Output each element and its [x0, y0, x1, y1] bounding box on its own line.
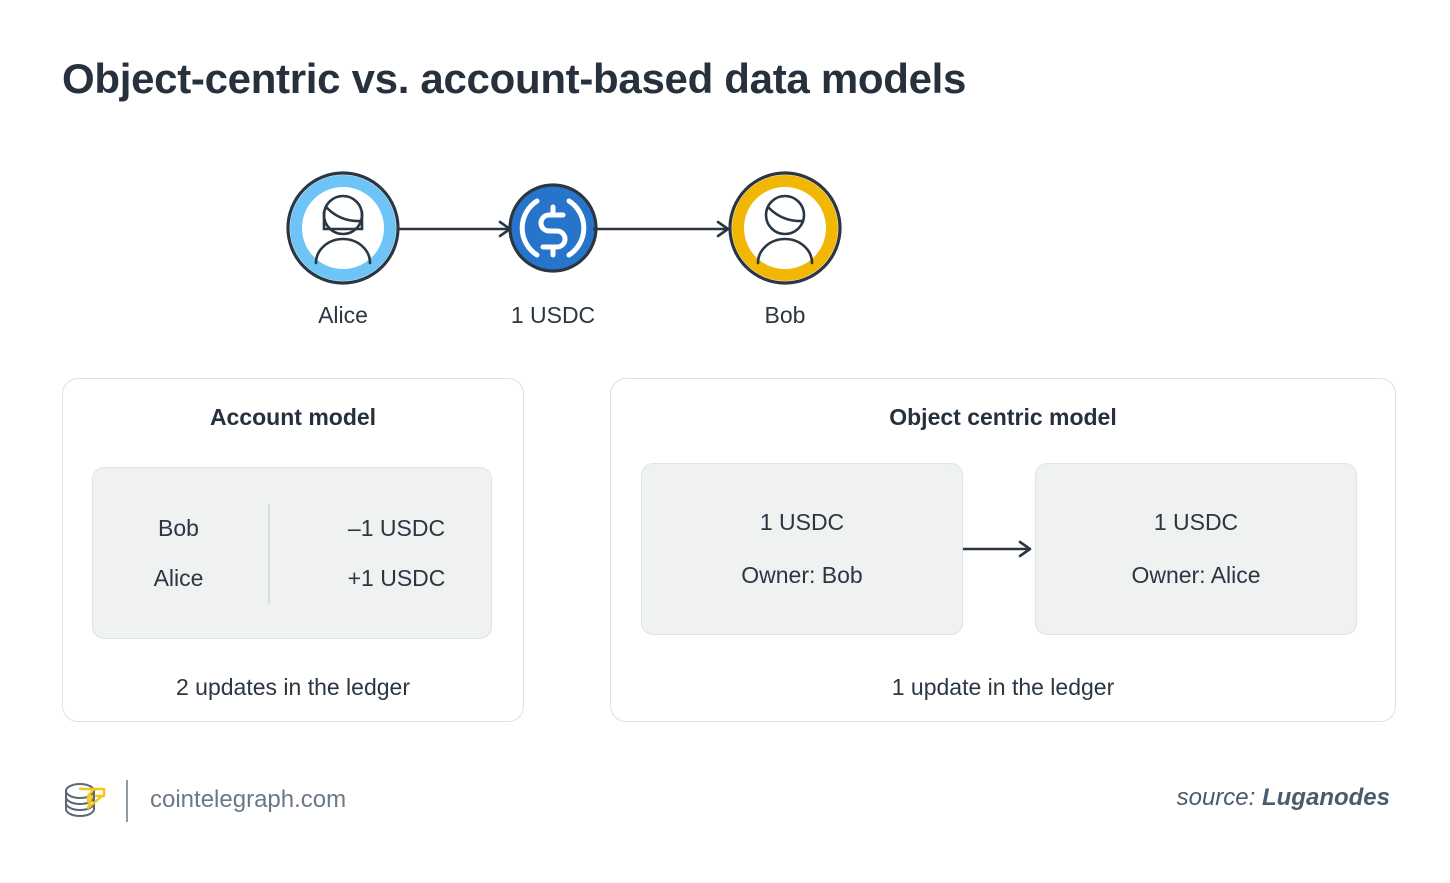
footer-source-prefix: source: — [1176, 784, 1262, 811]
page-title: Object-centric vs. account-based data mo… — [62, 55, 967, 102]
footer-source-name: Luganodes — [1261, 784, 1390, 811]
ledger-column-divider — [268, 504, 270, 604]
object-owner: Owner: Alice — [1131, 562, 1261, 588]
object-amount: 1 USDC — [759, 509, 845, 535]
flow-label-alice: Alice — [318, 302, 368, 328]
account-model-card: Account model Bob –1 USDC Alice +1 USDC … — [62, 378, 524, 722]
ledger-amount-cell: –1 USDC — [347, 514, 446, 541]
object-amount: 1 USDC — [1153, 509, 1239, 535]
account-model-heading: Account model — [209, 404, 377, 430]
object-box-bob: 1 USDC Owner: Bob — [641, 463, 963, 635]
object-model-heading: Object centric model — [889, 404, 1117, 430]
transfer-flow: Alice 1 USDC Bob — [285, 170, 855, 340]
ledger-name-cell: Bob — [158, 514, 199, 541]
table-row: Bob –1 USDC — [93, 503, 491, 553]
account-model-footnote: 2 updates in the ledger — [175, 674, 410, 700]
object-model-footnote: 1 update in the ledger — [891, 674, 1115, 700]
footer-divider — [126, 780, 128, 822]
arrow-right-icon-usdc-bob — [593, 220, 733, 238]
arrow-right-icon-alice-usdc — [397, 220, 515, 238]
user-avatar-icon-alice — [285, 170, 401, 286]
flow-label-bob: Bob — [764, 302, 806, 328]
table-row: Alice +1 USDC — [93, 553, 491, 603]
user-avatar-icon-bob — [727, 170, 843, 286]
object-model-card: Object centric model 1 USDC Owner: Bob 1… — [610, 378, 1396, 722]
ledger-name-cell: Alice — [153, 564, 204, 591]
object-box-alice: 1 USDC Owner: Alice — [1035, 463, 1357, 635]
cointelegraph-logo-icon — [58, 778, 110, 826]
arrow-right-icon-object-transfer — [963, 540, 1035, 558]
footer-site-label: cointelegraph.com — [150, 786, 347, 813]
footer-source: source: Luganodes — [1177, 784, 1390, 812]
flow-label-usdc: 1 USDC — [510, 302, 596, 328]
usdc-coin-icon — [507, 182, 599, 274]
ledger-amount-cell: +1 USDC — [347, 564, 446, 591]
account-ledger-panel: Bob –1 USDC Alice +1 USDC — [92, 467, 492, 639]
object-owner: Owner: Bob — [741, 562, 863, 588]
account-ledger-table: Bob –1 USDC Alice +1 USDC — [93, 468, 491, 638]
